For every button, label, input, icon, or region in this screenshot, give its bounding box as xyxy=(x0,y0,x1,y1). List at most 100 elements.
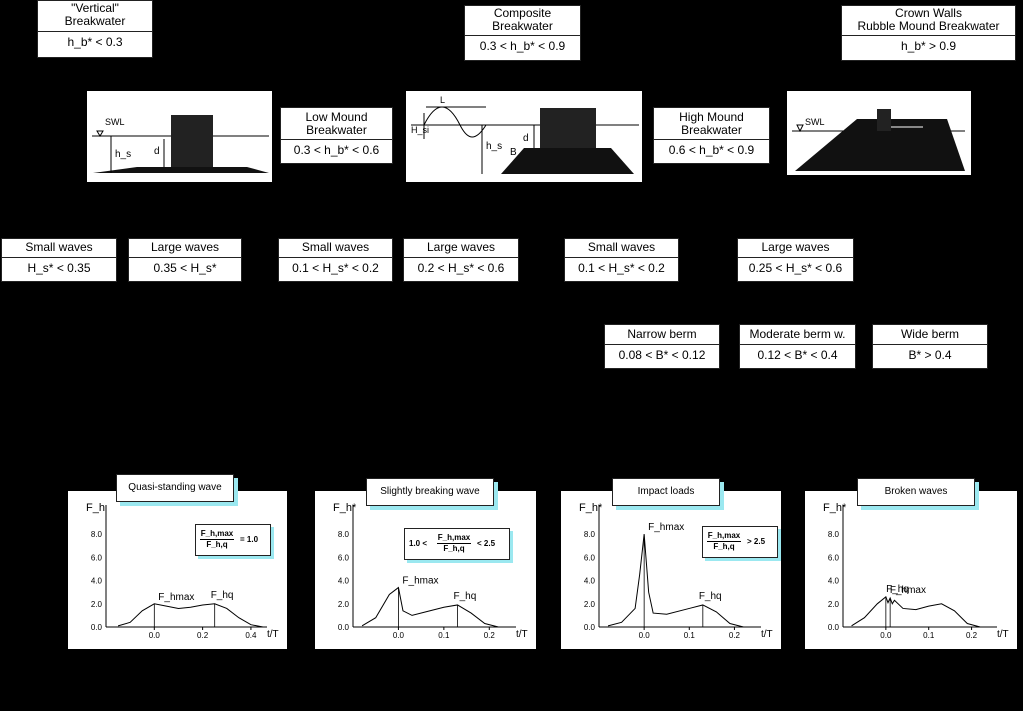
x-tick-label: 0.1 xyxy=(438,631,450,640)
y-tick-label: 0.0 xyxy=(338,623,350,632)
y-tick-label: 2.0 xyxy=(91,600,103,609)
swl-label: SWL xyxy=(105,117,125,127)
box-title: Small waves xyxy=(301,240,370,254)
x-axis-label: t/T xyxy=(516,629,528,640)
y-tick-label: 8.0 xyxy=(91,530,103,539)
force-ratio-box: F_h,max F_h,q = 1.0 xyxy=(195,524,271,556)
ratio-prefix: 1.0 < xyxy=(409,539,428,548)
annotation-fhq: F_hq xyxy=(211,590,234,601)
wave-box: Large waves 0.25 < H_s* < 0.6 xyxy=(737,238,854,282)
box-title: High Mound Breakwater xyxy=(679,110,744,137)
berm-box: Narrow berm 0.08 < B* < 0.12 xyxy=(604,324,720,369)
y-tick-label: 8.0 xyxy=(584,530,596,539)
ratio-numerator: F_h,max xyxy=(707,531,741,542)
y-axis-label: F_h xyxy=(86,502,105,514)
box-title: Narrow berm xyxy=(627,327,697,341)
d-label: d xyxy=(154,146,160,157)
box-condition: 0.6 < h_b* < 0.9 xyxy=(654,139,769,160)
x-tick-label: 0.2 xyxy=(966,631,978,640)
box-condition: H_s* < 0.35 xyxy=(2,257,116,278)
box-title: Composite Breakwater xyxy=(492,6,553,33)
x-axis-label: t/T xyxy=(761,629,773,640)
series-line xyxy=(607,534,744,628)
d-label: d xyxy=(523,133,529,144)
annotation-fhq: F_hq xyxy=(453,591,476,602)
box-condition: h_b* > 0.9 xyxy=(842,35,1015,56)
wave-box: Small waves H_s* < 0.35 xyxy=(1,238,117,282)
box-condition: 0.2 < H_s* < 0.6 xyxy=(404,257,518,278)
series-line xyxy=(851,596,981,628)
x-tick-label: 0.1 xyxy=(684,631,696,640)
y-tick-label: 4.0 xyxy=(91,577,103,586)
x-tick-label: 0.2 xyxy=(484,631,496,640)
high-mound-box: High Mound Breakwater 0.6 < h_b* < 0.9 xyxy=(653,107,770,164)
y-tick-label: 0.0 xyxy=(828,623,840,632)
y-tick-label: 0.0 xyxy=(91,623,103,632)
y-tick-label: 2.0 xyxy=(828,600,840,609)
ratio-denominator: F_h,q xyxy=(713,542,735,551)
hsi-label: H_si xyxy=(411,125,429,135)
annotation-fhmax: F_hmax xyxy=(158,592,194,603)
box-title: Large waves xyxy=(150,240,220,254)
y-tick-label: 4.0 xyxy=(338,577,350,586)
wavelength-label: L xyxy=(440,95,445,105)
y-axis-label: F_h* xyxy=(823,502,847,514)
annotation-fhmax: F_hmax xyxy=(890,585,926,596)
ratio-numerator: F_h,max xyxy=(437,533,471,544)
y-axis-label: F_h* xyxy=(579,502,603,514)
annotation-fhmax: F_hmax xyxy=(648,522,684,533)
x-axis-label: t/T xyxy=(267,629,279,640)
box-title: Low Mound Breakwater xyxy=(305,110,368,137)
berm-label: B xyxy=(510,147,517,158)
box-title: "Vertical" Breakwater xyxy=(64,1,126,28)
y-tick-label: 0.0 xyxy=(584,623,596,632)
ratio-value: < 2.5 xyxy=(477,539,496,548)
ratio-numerator: F_h,max xyxy=(200,529,234,540)
x-tick-label: 0.2 xyxy=(197,631,209,640)
plot-title-broken-waves: Broken waves xyxy=(857,478,975,506)
wave-box: Small waves 0.1 < H_s* < 0.2 xyxy=(564,238,679,282)
x-tick-label: 0.1 xyxy=(923,631,935,640)
series-line xyxy=(117,603,264,628)
plot-title-slightly-breaking: Slightly breaking wave xyxy=(366,478,494,506)
chart-svg: 0.0 2.0 4.0 6.0 8.0 0.0 0.1 0.2 F_h* t/T F_hmaxF_h… xyxy=(579,502,773,640)
berm-box: Wide berm B* > 0.4 xyxy=(872,324,988,369)
annotation-fhq: F_hq xyxy=(699,591,722,602)
plot-title-quasi-standing: Quasi-standing wave xyxy=(116,474,234,502)
box-condition: h_b* < 0.3 xyxy=(38,31,152,52)
y-tick-label: 6.0 xyxy=(584,553,596,562)
x-tick-label: 0.0 xyxy=(639,631,651,640)
box-title: Crown Walls Rubble Mound Breakwater xyxy=(857,6,1000,33)
vertical-breakwater-sketch: SWL h_s d xyxy=(87,91,272,182)
vertical-breakwater-box: "Vertical" Breakwater h_b* < 0.3 xyxy=(37,0,153,58)
x-tick-label: 0.0 xyxy=(393,631,405,640)
y-tick-label: 6.0 xyxy=(828,553,840,562)
x-axis-label: t/T xyxy=(997,629,1009,640)
box-condition: 0.3 < h_b* < 0.6 xyxy=(281,139,392,160)
y-tick-label: 6.0 xyxy=(91,553,103,562)
box-condition: B* > 0.4 xyxy=(873,344,987,365)
y-tick-label: 4.0 xyxy=(584,577,596,586)
crown-wall-sketch: SWL xyxy=(787,91,971,175)
box-title: Wide berm xyxy=(900,327,959,341)
box-condition: 0.25 < H_s* < 0.6 xyxy=(738,257,853,278)
wave-box: Large waves 0.35 < H_s* xyxy=(128,238,242,282)
box-condition: 0.08 < B* < 0.12 xyxy=(605,344,719,365)
x-tick-label: 0.0 xyxy=(149,631,161,640)
x-tick-label: 0.2 xyxy=(729,631,741,640)
ratio-value: = 1.0 xyxy=(240,535,259,544)
annotation-fhq: F_hq xyxy=(886,584,909,595)
annotation-fhmax: F_hmax xyxy=(402,576,438,587)
box-title: Large waves xyxy=(426,240,496,254)
box-condition: 0.1 < H_s* < 0.2 xyxy=(279,257,392,278)
y-tick-label: 6.0 xyxy=(338,553,350,562)
box-condition: 0.12 < B* < 0.4 xyxy=(740,344,855,365)
y-tick-label: 2.0 xyxy=(584,600,596,609)
ratio-denominator: F_h,q xyxy=(443,544,465,553)
box-condition: 0.3 < h_b* < 0.9 xyxy=(465,35,580,56)
wave-box: Large waves 0.2 < H_s* < 0.6 xyxy=(403,238,519,282)
